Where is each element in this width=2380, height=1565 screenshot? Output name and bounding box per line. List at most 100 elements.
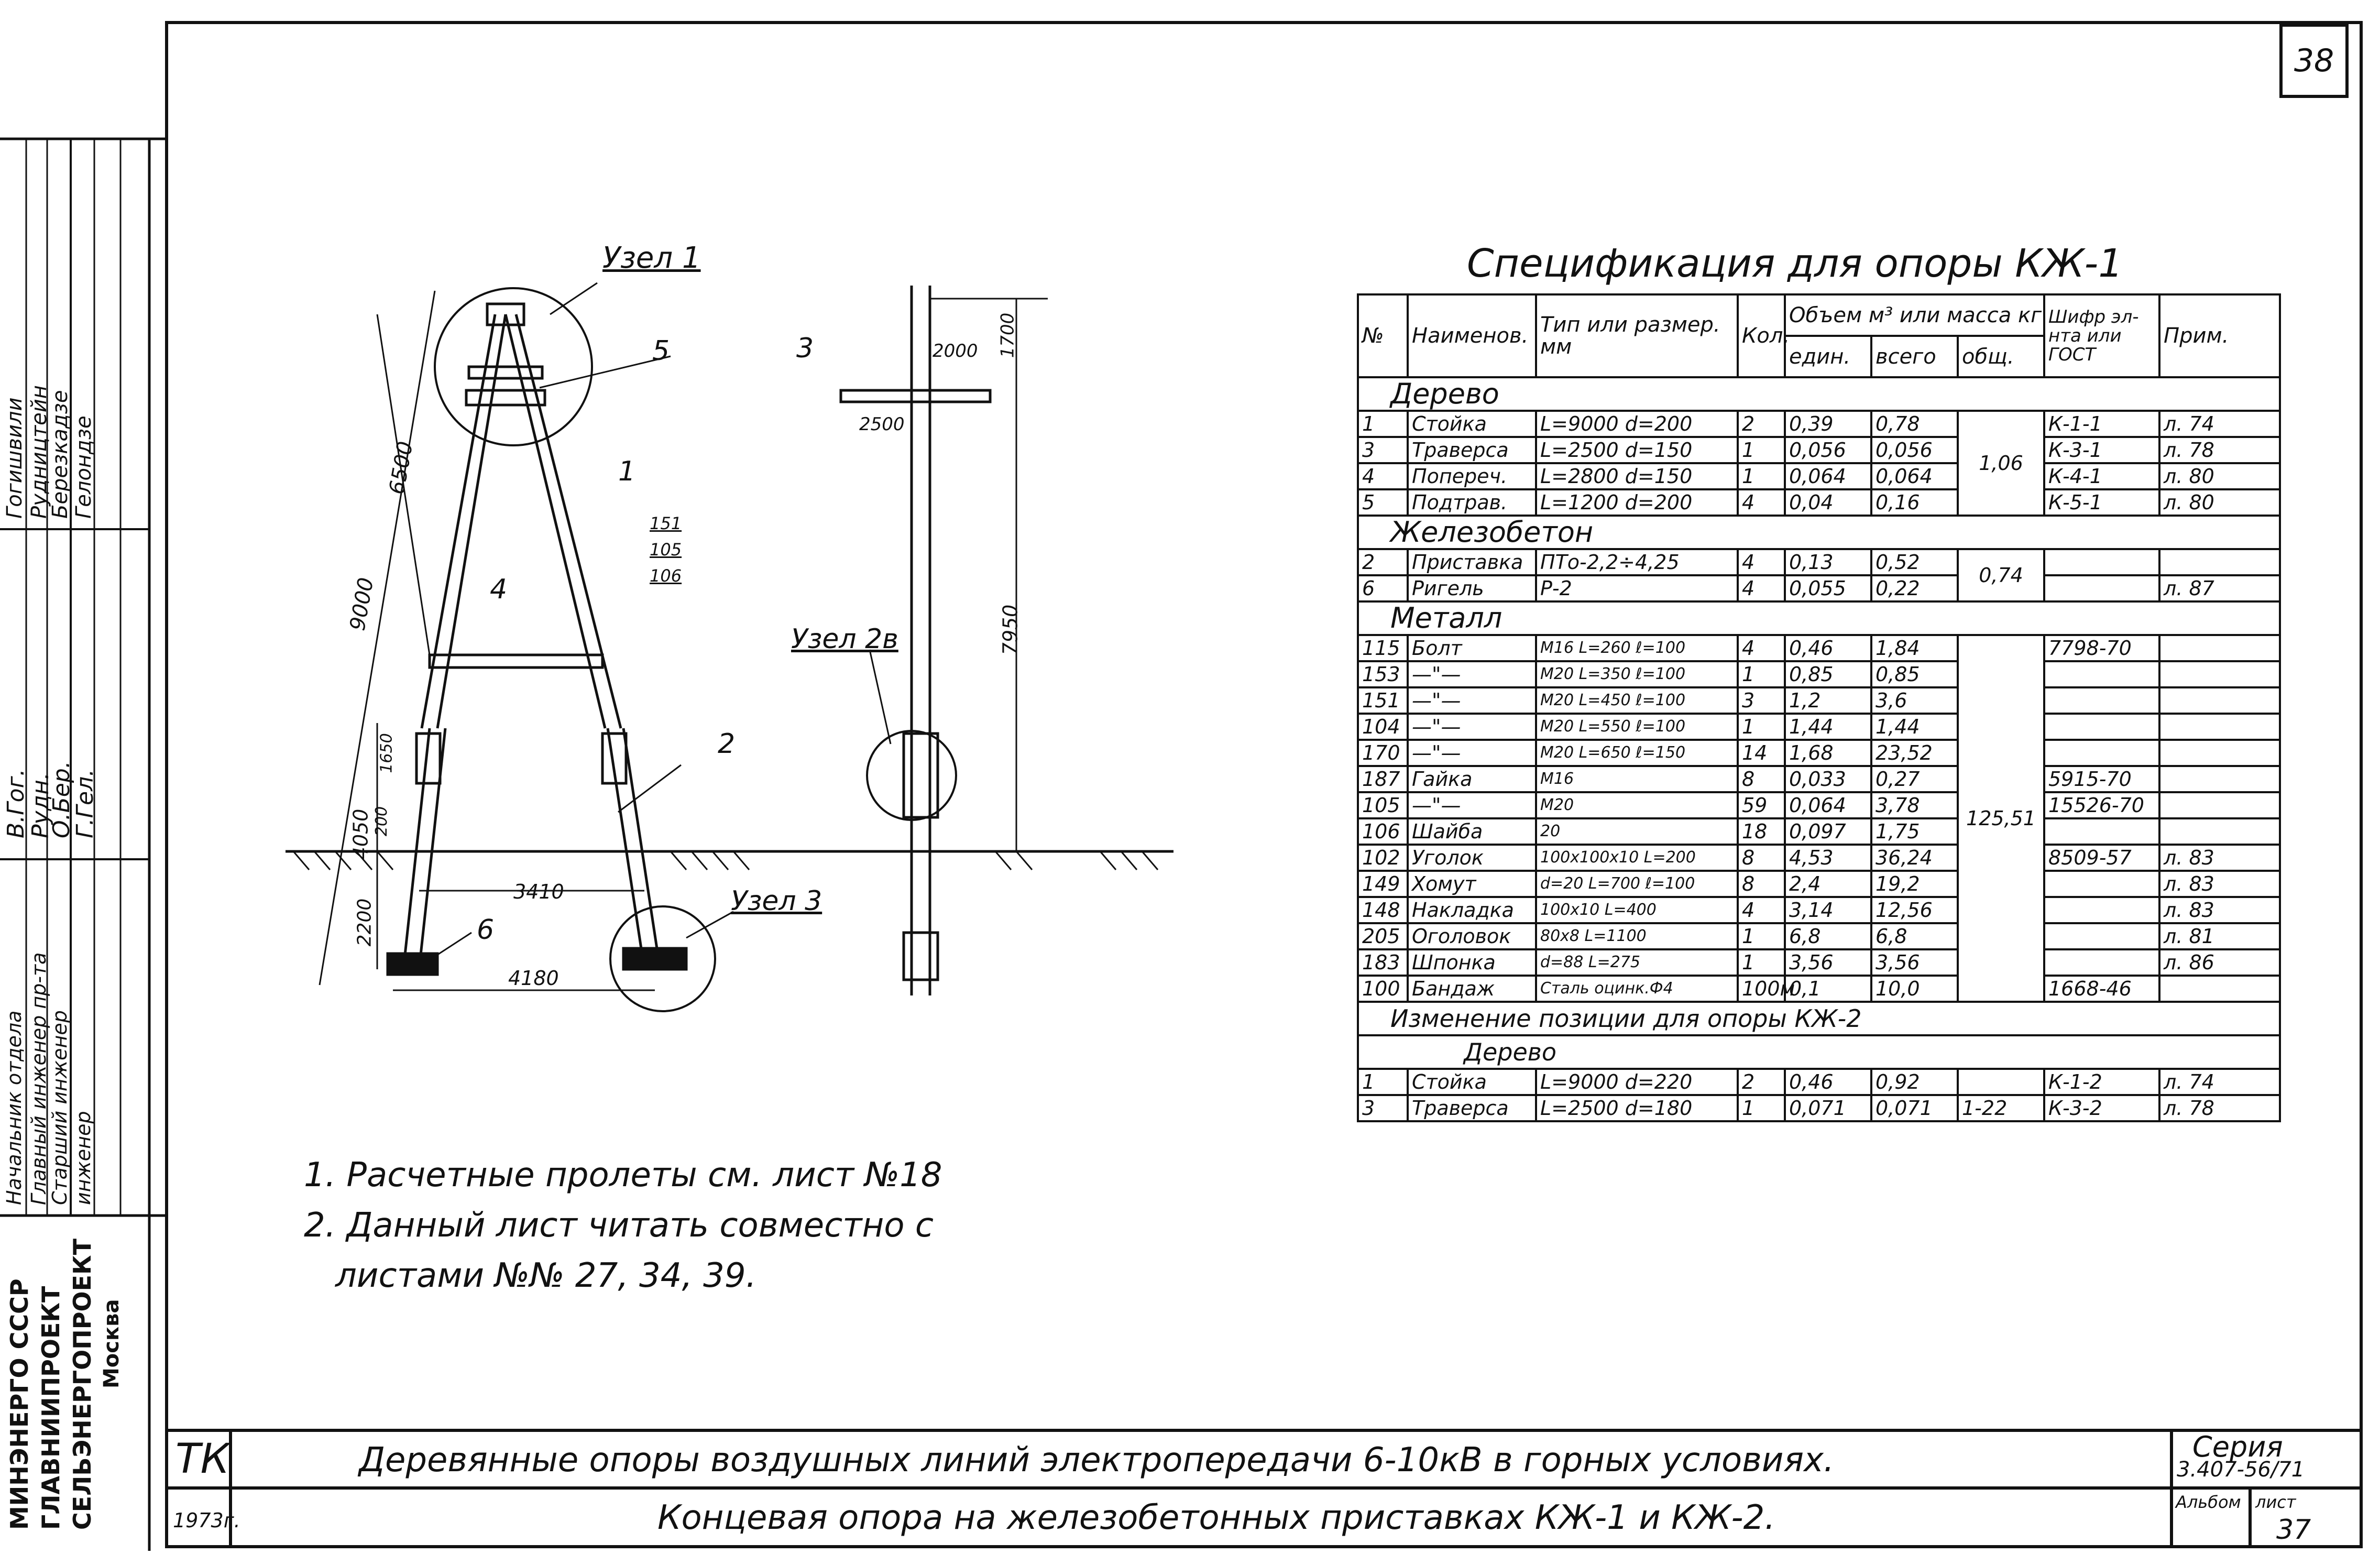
- note-2: 2. Данный лист читать совместно с: [304, 1206, 934, 1245]
- label-dim-200: 200: [372, 806, 391, 837]
- ground-hatching: [292, 851, 1159, 870]
- right-band: [601, 732, 628, 785]
- left-stamp: МИНЭНЕРГО СССР ГЛАВНИИПРОЕКТ СЕЛЬЭНЕРГОП…: [0, 0, 165, 1565]
- hdr-note: Прим.: [2158, 293, 2281, 378]
- hdr-name: Наименов.: [1407, 293, 1537, 378]
- hdr-total: всего: [1870, 335, 1959, 378]
- node3-circle: [609, 905, 716, 1012]
- label-node1: Узел 1: [602, 241, 701, 275]
- label-pos4: 4: [490, 574, 508, 605]
- label-dim-1650: 1650: [377, 733, 396, 773]
- title-block: ТК 1973г. Деревянные опоры воздушных лин…: [165, 1429, 2363, 1548]
- spec-title: Спецификация для опоры КЖ-1: [1467, 241, 2123, 286]
- label-node3: Узел 3: [731, 885, 822, 917]
- label-pos3: 3: [796, 333, 814, 364]
- tb-series-value: 3.407-56/71: [2177, 1458, 2305, 1482]
- label-dim-4180: 4180: [508, 967, 559, 990]
- title-block-lines: [165, 1429, 2363, 1548]
- hdr-unit: един.: [1784, 335, 1872, 378]
- hdr-overall: общ.: [1957, 335, 2045, 378]
- note-3: листами №№ 27, 34, 39.: [335, 1256, 756, 1295]
- node1-circle: [434, 287, 593, 446]
- label-pos1: 1: [618, 456, 636, 487]
- right-prefab-inner: [606, 728, 646, 970]
- side-traverse: [839, 389, 992, 403]
- right-prefab-outer: [622, 728, 662, 970]
- concrete-overall: 0,74: [1957, 548, 2045, 603]
- node2b-circle: [866, 730, 957, 821]
- drawing-frame: [165, 21, 2363, 1548]
- right-leg-inner: [504, 314, 607, 729]
- metal-overall: 125,51: [1957, 634, 2045, 1003]
- label-pos2: 2: [718, 728, 736, 760]
- sub-traverse: [467, 365, 544, 380]
- label-dim-7950: 7950: [999, 604, 1022, 655]
- section-change: Изменение позиции для опоры КЖ-2: [1357, 1001, 2281, 1036]
- label-dim-4050: 4050: [349, 808, 372, 860]
- label-dim-3410: 3410: [513, 880, 564, 903]
- note-1: 1. Расчетные пролеты см. лист №18: [304, 1156, 942, 1195]
- tb-sheet-value: 37: [2276, 1514, 2311, 1546]
- left-band: [415, 732, 442, 785]
- tb-title1: Деревянные опоры воздушных линий электро…: [359, 1441, 1835, 1480]
- label-pos6: 6: [477, 914, 495, 946]
- left-leg-inner: [436, 314, 507, 729]
- dim-9000-line: [319, 290, 436, 986]
- notes-block: 1. Расчетные пролеты см. лист №18 2. Дан…: [304, 1150, 942, 1301]
- label-dim-2200: 2200: [354, 898, 376, 947]
- label-pos106: 106: [650, 566, 682, 586]
- stamp-lines: [0, 137, 165, 1551]
- hdr-volume: Объем м³ или масса кг: [1784, 293, 2045, 337]
- tb-sheet-label: лист: [2255, 1492, 2296, 1512]
- sheet-number: 38: [2279, 24, 2349, 98]
- right-anchor: [622, 947, 688, 971]
- top-cap: [486, 302, 525, 326]
- left-prefab-outer: [402, 728, 431, 970]
- side-anchor: [902, 931, 939, 981]
- section-wood: Дерево: [1357, 376, 2281, 412]
- hdr-type: Тип или размер. мм: [1535, 293, 1739, 378]
- wood-overall: 1,06: [1957, 410, 2045, 517]
- hdr-qty: Кол.: [1737, 293, 1790, 378]
- tb-code: ТК: [176, 1436, 230, 1483]
- hdr-code: Шифр эл-нта или ГОСТ: [2043, 293, 2160, 378]
- tb-title2: Концевая опора на железобетонных пристав…: [657, 1498, 1775, 1537]
- dim-6500-line: [376, 314, 431, 655]
- spec-table: № Наименов. Тип или размер. мм Кол. Объе…: [1357, 293, 2281, 1122]
- tb-year: 1973г.: [173, 1509, 240, 1532]
- left-anchor: [386, 952, 439, 976]
- label-pos151: 151: [650, 513, 682, 533]
- label-node2b: Узел 2в: [791, 623, 898, 655]
- traverse: [465, 389, 546, 407]
- label-pos105: 105: [650, 540, 682, 560]
- label-dim-2000: 2000: [933, 341, 978, 362]
- tb-album-label: Альбом: [2176, 1492, 2241, 1512]
- section-concrete: Железобетон: [1357, 515, 2281, 550]
- section-wood2: Дерево: [1357, 1034, 2281, 1070]
- crossbar: [428, 653, 604, 669]
- tb-series-label: Серия: [2192, 1430, 2283, 1463]
- side-band: [902, 732, 939, 819]
- label-dim-2500: 2500: [859, 414, 905, 435]
- label-pos5: 5: [652, 335, 670, 367]
